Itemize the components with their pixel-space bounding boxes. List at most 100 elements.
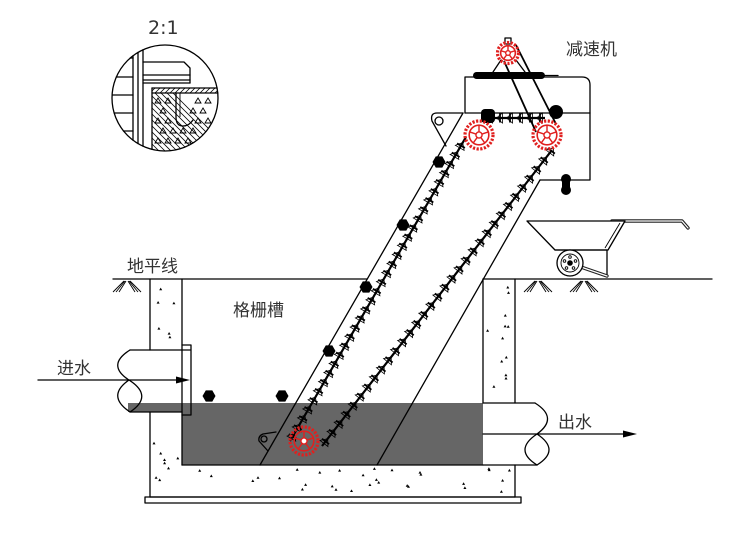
detail-strip-hatch (204, 87, 211, 94)
sprocket-spoke (503, 54, 508, 60)
detail-concrete-hatch (151, 137, 166, 152)
rake-tooth-outline (438, 169, 449, 179)
detail-anchor-rebar (175, 92, 194, 127)
rake-tooth-outline (370, 287, 381, 297)
sprocket-spoke (510, 50, 516, 53)
rake-tooth-outline (338, 342, 349, 352)
concrete-aggregate-dot (159, 451, 163, 455)
concrete-aggregate (152, 285, 511, 493)
rake-tooth-outline (375, 365, 385, 375)
detail-strip-hatch (154, 87, 161, 94)
concrete-aggregate-dot (330, 484, 334, 488)
hatch-stroke (112, 280, 125, 293)
detail-strip-hatch (151, 87, 156, 92)
rake-tooth-outline (319, 438, 329, 448)
concrete-aggregate-dot (361, 473, 365, 477)
concrete-aggregate-dot (368, 483, 372, 486)
concrete-aggregate-dot (462, 482, 466, 485)
detail-scale-label: 2:1 (148, 17, 179, 39)
rake-tooth-outline (407, 223, 418, 233)
wheelbarrow (526, 219, 690, 278)
rake-tooth-outline (417, 205, 428, 215)
rake-tooth-outline (509, 193, 519, 203)
concrete-aggregate-dot (504, 376, 508, 380)
reducer-drive (473, 37, 559, 133)
rake-tooth-outline (365, 296, 376, 306)
concrete-aggregate-dot (152, 441, 156, 445)
rake-tooth-outline (386, 260, 397, 270)
concrete-aggregate-dot (251, 479, 255, 482)
sprocket-spoke (307, 437, 314, 441)
concrete-aggregate-dot (338, 469, 342, 472)
sprocket-spoke (500, 50, 506, 53)
hatch-stroke (585, 280, 596, 293)
detail-aggregate-triangle (179, 127, 187, 134)
sprocket-spoke (294, 437, 301, 441)
wheelbarrow-wheel-rim (560, 253, 580, 273)
concrete-aggregate-dot (163, 461, 167, 465)
chain-guide-roller (549, 105, 563, 119)
detail-concrete-hatch (166, 92, 207, 133)
detail-aggregate-triangle (194, 97, 202, 104)
drive-sprocket-top-left (463, 119, 495, 151)
rake-tooth-outline (428, 187, 439, 197)
detail-strip-hatch (174, 87, 181, 94)
rake-tooth-outline (431, 292, 442, 303)
rake-tooth-outline (505, 112, 513, 124)
concrete-aggregate-dot (209, 474, 213, 478)
concrete-aggregate-dot (390, 468, 394, 472)
sprocket-hub (543, 131, 551, 139)
concrete-aggregate-dot (377, 481, 381, 484)
concrete-aggregate-dot (504, 373, 508, 377)
screenings (202, 156, 446, 402)
hatch-stroke (538, 280, 547, 293)
rake-tooth-outline (382, 356, 392, 366)
rake-tooth-outline (347, 401, 357, 412)
concrete-aggregate-dot (167, 332, 171, 335)
wheelbarrow-handle-inner (611, 220, 689, 229)
detail-strip-hatch (169, 87, 176, 94)
detail-concrete-hatch (172, 92, 209, 129)
detail-concrete-hatch (151, 125, 177, 151)
rake-tooth-outline (340, 411, 350, 421)
hatch-stroke (575, 280, 584, 293)
rake-tooth-outline (467, 247, 477, 257)
sprocket-spoke (537, 131, 544, 135)
concrete-aggregate-dot (503, 314, 507, 317)
reducer-support-right (515, 59, 526, 73)
detail-aggregate-triangle (189, 107, 197, 114)
water-inlet-label: 进水 (57, 359, 91, 379)
concrete-aggregate-dot (372, 467, 376, 470)
water-outlet-label: 出水 (558, 413, 592, 433)
concrete-aggregate-dot (278, 476, 281, 480)
rake-tooth-outline (333, 420, 343, 430)
detail-aggregate-triangle (159, 107, 167, 114)
detail-view-2to1 (111, 44, 219, 152)
rake-tooth-outline (312, 387, 323, 397)
screenings-debris (359, 281, 373, 293)
rake-tooth-outline (417, 311, 428, 321)
concrete-aggregate-dot (158, 478, 162, 482)
reducer-label: 减速机 (566, 40, 617, 60)
concrete-aggregate-dot (501, 479, 505, 482)
wheelbarrow-wheel-hole (564, 266, 569, 270)
sprocket-spoke (472, 137, 478, 144)
sprocket-teeth-ring (531, 119, 563, 151)
rake-tooth-outline (481, 229, 491, 239)
rake-tooth-outline (424, 302, 435, 312)
hatch-stroke (572, 280, 583, 293)
screenings-debris (396, 219, 410, 231)
rake-tooth-outline (359, 305, 370, 315)
sprocket-teeth-ring (463, 119, 495, 151)
sprocket-spoke (540, 137, 546, 144)
detail-strip-hatch (164, 87, 171, 94)
concrete-aggregate-dot (487, 468, 491, 472)
hatch-stroke (128, 280, 139, 293)
ground-hatch-mark (523, 280, 553, 293)
rake-chains (286, 112, 556, 448)
drive-belt-right (515, 44, 557, 125)
detail-view-outline (111, 44, 219, 152)
rake-tooth-outline (317, 378, 328, 388)
rake-tooth-outline (449, 151, 460, 161)
